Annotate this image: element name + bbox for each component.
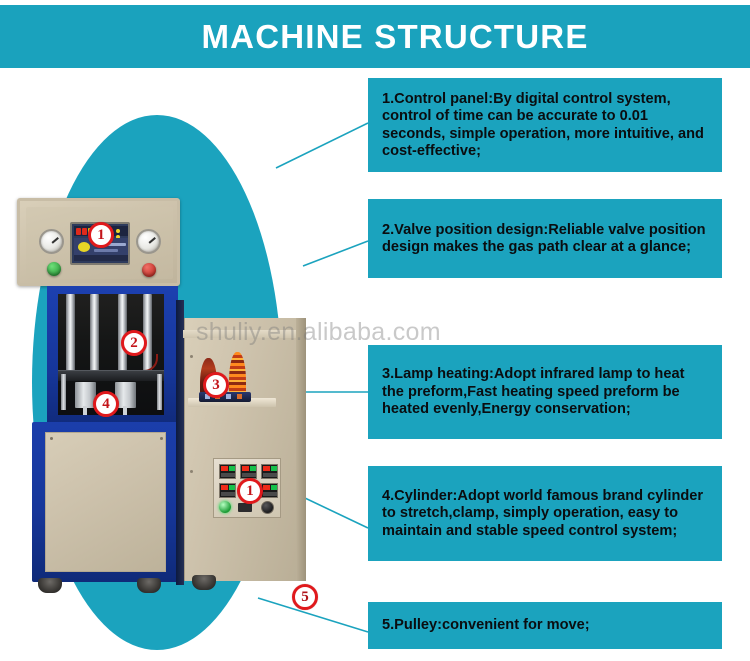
guide-post [143, 294, 152, 372]
badge-1-temperature-panel: 1 [237, 478, 263, 504]
badge-4-cylinder: 4 [93, 391, 119, 417]
machine-foot-pulley [192, 575, 216, 590]
machine-foot-pulley [137, 578, 161, 593]
cabinet-side-panel [296, 318, 306, 581]
badge-3-infrared-lamp: 3 [203, 372, 229, 398]
side-guide-rod [157, 374, 162, 410]
cylinder-body [75, 382, 96, 408]
control-panel-face [26, 207, 173, 279]
page-title: MACHINE STRUCTURE [201, 17, 589, 55]
side-guide-rod [61, 374, 66, 410]
infrared-lamp-right [229, 352, 246, 400]
indicator-dots [116, 229, 120, 239]
guide-post [118, 294, 127, 372]
callout-text-5: 5.Pulley:convenient for move; [382, 617, 590, 634]
callout-box-3: 3.Lamp heating:Adopt infrared lamp to he… [368, 345, 722, 439]
screw [190, 470, 193, 473]
cylinder-rod [123, 406, 127, 415]
power-indicator-lamp [219, 501, 231, 513]
controller-row-upper [219, 464, 278, 479]
upper-control-panel [17, 198, 180, 286]
cabinet-top-surface [183, 330, 306, 338]
screw [190, 355, 193, 358]
screw [160, 437, 163, 440]
callout-box-5: 5.Pulley:convenient for move; [368, 602, 722, 649]
display-label-strip [74, 255, 128, 261]
machine-photo-illustration: 1 2 3 4 1 5 [0, 0, 340, 661]
callout-text-1: 1.Control panel:By digital control syste… [382, 90, 704, 160]
cylinder-rod [83, 406, 87, 415]
screw [50, 437, 53, 440]
unit-gap-shadow [176, 300, 184, 585]
callout-text-2: 2.Valve position design:Reliable valve p… [382, 221, 706, 256]
temperature-controller[interactable] [240, 464, 257, 479]
pressure-gauge-left-icon [39, 229, 64, 254]
callout-box-2: 2.Valve position design:Reliable valve p… [368, 199, 722, 278]
right-heating-cabinet [183, 318, 306, 581]
temperature-controller[interactable] [219, 464, 236, 479]
callout-box-1: 1.Control panel:By digital control syste… [368, 78, 722, 172]
temperature-controller[interactable] [219, 483, 236, 498]
header-band: MACHINE STRUCTURE [0, 5, 750, 68]
start-button-green[interactable] [47, 262, 61, 276]
badge-5-pulley: 5 [292, 584, 318, 610]
cabinet-access-door[interactable] [45, 432, 166, 572]
toggle-switch[interactable] [238, 503, 252, 512]
callout-text-3: 3.Lamp heating:Adopt infrared lamp to he… [382, 366, 685, 418]
badge-1-control-panel: 1 [88, 222, 114, 248]
pressure-gauge-right-icon [136, 229, 161, 254]
temperature-controller[interactable] [261, 483, 278, 498]
guide-post [66, 294, 75, 372]
machine-foot-pulley [38, 578, 62, 593]
cylinder-body [115, 382, 136, 408]
lamp-shelf [188, 398, 276, 407]
callout-text-4: 4.Cylinder:Adopt world famous brand cyli… [382, 487, 704, 539]
callout-box-4: 4.Cylinder:Adopt world famous brand cyli… [368, 466, 722, 561]
temperature-controller[interactable] [261, 464, 278, 479]
badge-2-valve-position: 2 [121, 330, 147, 356]
cross-plate [58, 370, 164, 381]
stop-button-red[interactable] [142, 263, 156, 277]
rotary-knob[interactable] [261, 501, 274, 514]
guide-post [90, 294, 99, 372]
left-blue-cabinet [32, 422, 178, 582]
